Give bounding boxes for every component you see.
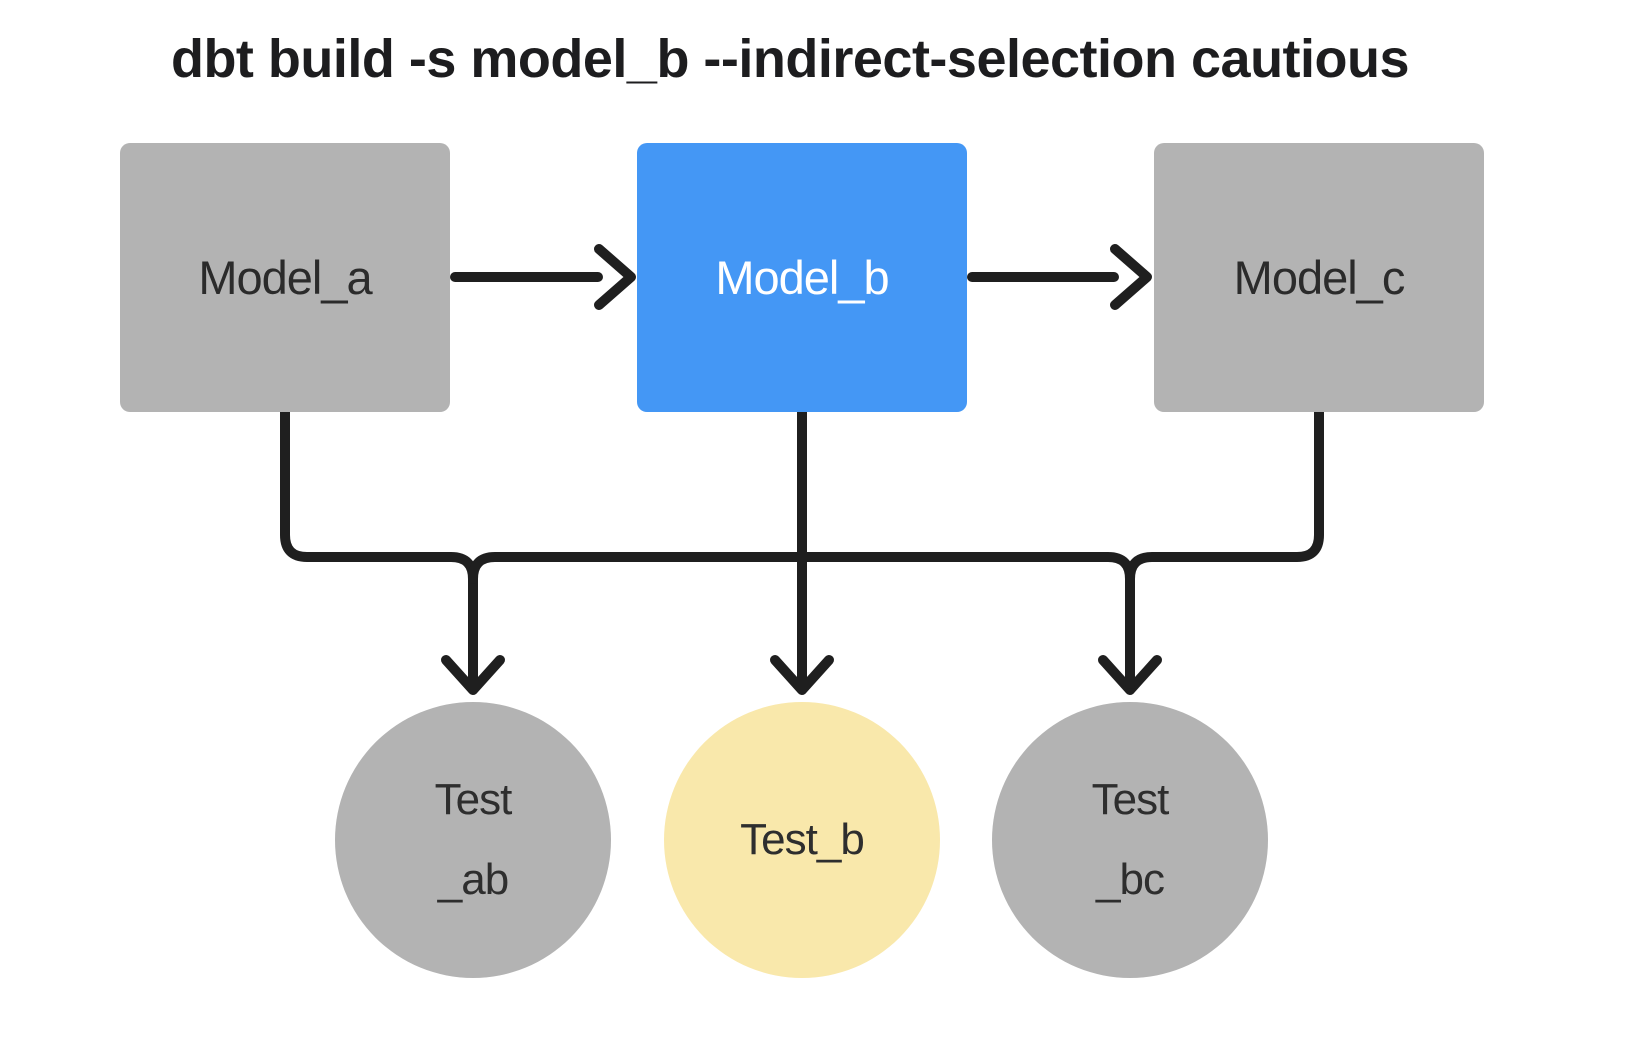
node-model-a-label: Model_a — [198, 251, 372, 304]
node-test-ab: Test _ab — [335, 702, 611, 978]
diagram-title: dbt build -s model_b --indirect-selectio… — [170, 29, 1410, 89]
node-model-a: Model_a — [120, 143, 450, 412]
arrowhead-into-test-b-icon — [770, 655, 834, 695]
node-model-b-selected: Model_b — [637, 143, 967, 412]
node-test-b-highlighted: Test_b — [664, 702, 940, 978]
node-test-bc-label-line1: Test — [1091, 774, 1170, 824]
node-model-c-label: Model_c — [1233, 251, 1406, 304]
arrowhead-into-test-bc-icon — [1098, 655, 1162, 695]
arrowhead-into-model-c-icon — [1110, 244, 1152, 310]
arrowhead-into-test-ab-icon — [441, 655, 505, 695]
node-model-b-label: Model_b — [715, 251, 889, 304]
node-model-c: Model_c — [1154, 143, 1484, 412]
edge-model-c-down-to-test-bc — [1125, 407, 1324, 689]
node-test-ab-label-line2: _ab — [437, 855, 509, 904]
arrowhead-into-model-b-icon — [594, 244, 636, 310]
edge-model-a-down-to-test-ab — [280, 407, 478, 689]
node-test-bc-label-line2: _bc — [1096, 855, 1165, 904]
node-test-b-label-line1: Test_b — [740, 814, 865, 864]
node-test-ab-label-line1: Test — [434, 774, 513, 824]
node-test-bc: Test _bc — [992, 702, 1268, 978]
